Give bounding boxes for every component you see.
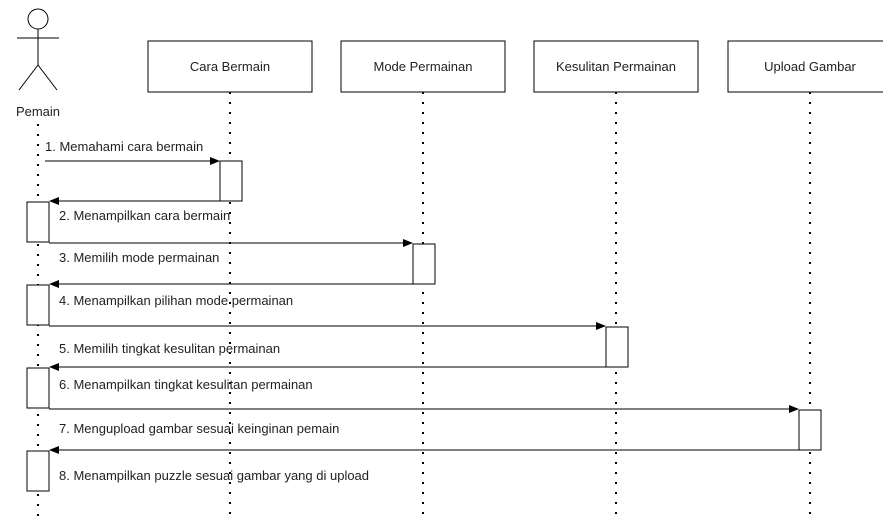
activation-actor	[26, 450, 50, 492]
message-label-2: 2. Menampilkan cara bermain	[59, 208, 230, 223]
participant-box	[533, 40, 699, 93]
actor-pemain: Pemain	[16, 8, 60, 119]
activation-mode-permainan	[412, 243, 436, 285]
message-label-4: 4. Menampilkan pilihan mode permainan	[59, 293, 293, 308]
participant-kesulitan-permainan: Kesulitan Permainan	[533, 40, 699, 93]
actor-left-leg	[18, 64, 39, 91]
participant-label: Upload Gambar	[764, 59, 856, 74]
participant-mode-permainan: Mode Permainan	[340, 40, 506, 93]
participant-box	[727, 40, 883, 93]
activation-cara-bermain	[219, 160, 243, 202]
participant-upload-gambar: Upload Gambar	[727, 40, 883, 93]
message-label-8: 8. Menampilkan puzzle sesuai gambar yang…	[59, 468, 369, 483]
actor-label: Pemain	[16, 104, 60, 119]
activation-actor	[26, 284, 50, 326]
participant-label: Cara Bermain	[190, 59, 270, 74]
activation-actor	[26, 201, 50, 243]
actor-right-leg	[37, 64, 58, 91]
participant-label: Kesulitan Permainan	[556, 59, 676, 74]
message-label-7: 7. Mengupload gambar sesuai keinginan pe…	[59, 421, 339, 436]
message-label-5: 5. Memilih tingkat kesulitan permainan	[59, 341, 280, 356]
activation-kesulitan-permainan	[605, 326, 629, 368]
participant-label: Mode Permainan	[374, 59, 473, 74]
message-label-1: 1. Memahami cara bermain	[45, 139, 203, 154]
participant-box	[147, 40, 313, 93]
activation-actor	[26, 367, 50, 409]
message-label-6: 6. Menampilkan tingkat kesulitan permain…	[59, 377, 313, 392]
message-label-3: 3. Memilih mode permainan	[59, 250, 219, 265]
actor-head	[27, 8, 49, 30]
participant-box	[340, 40, 506, 93]
activation-upload-gambar	[798, 409, 822, 451]
participant-cara-bermain: Cara Bermain	[147, 40, 313, 93]
